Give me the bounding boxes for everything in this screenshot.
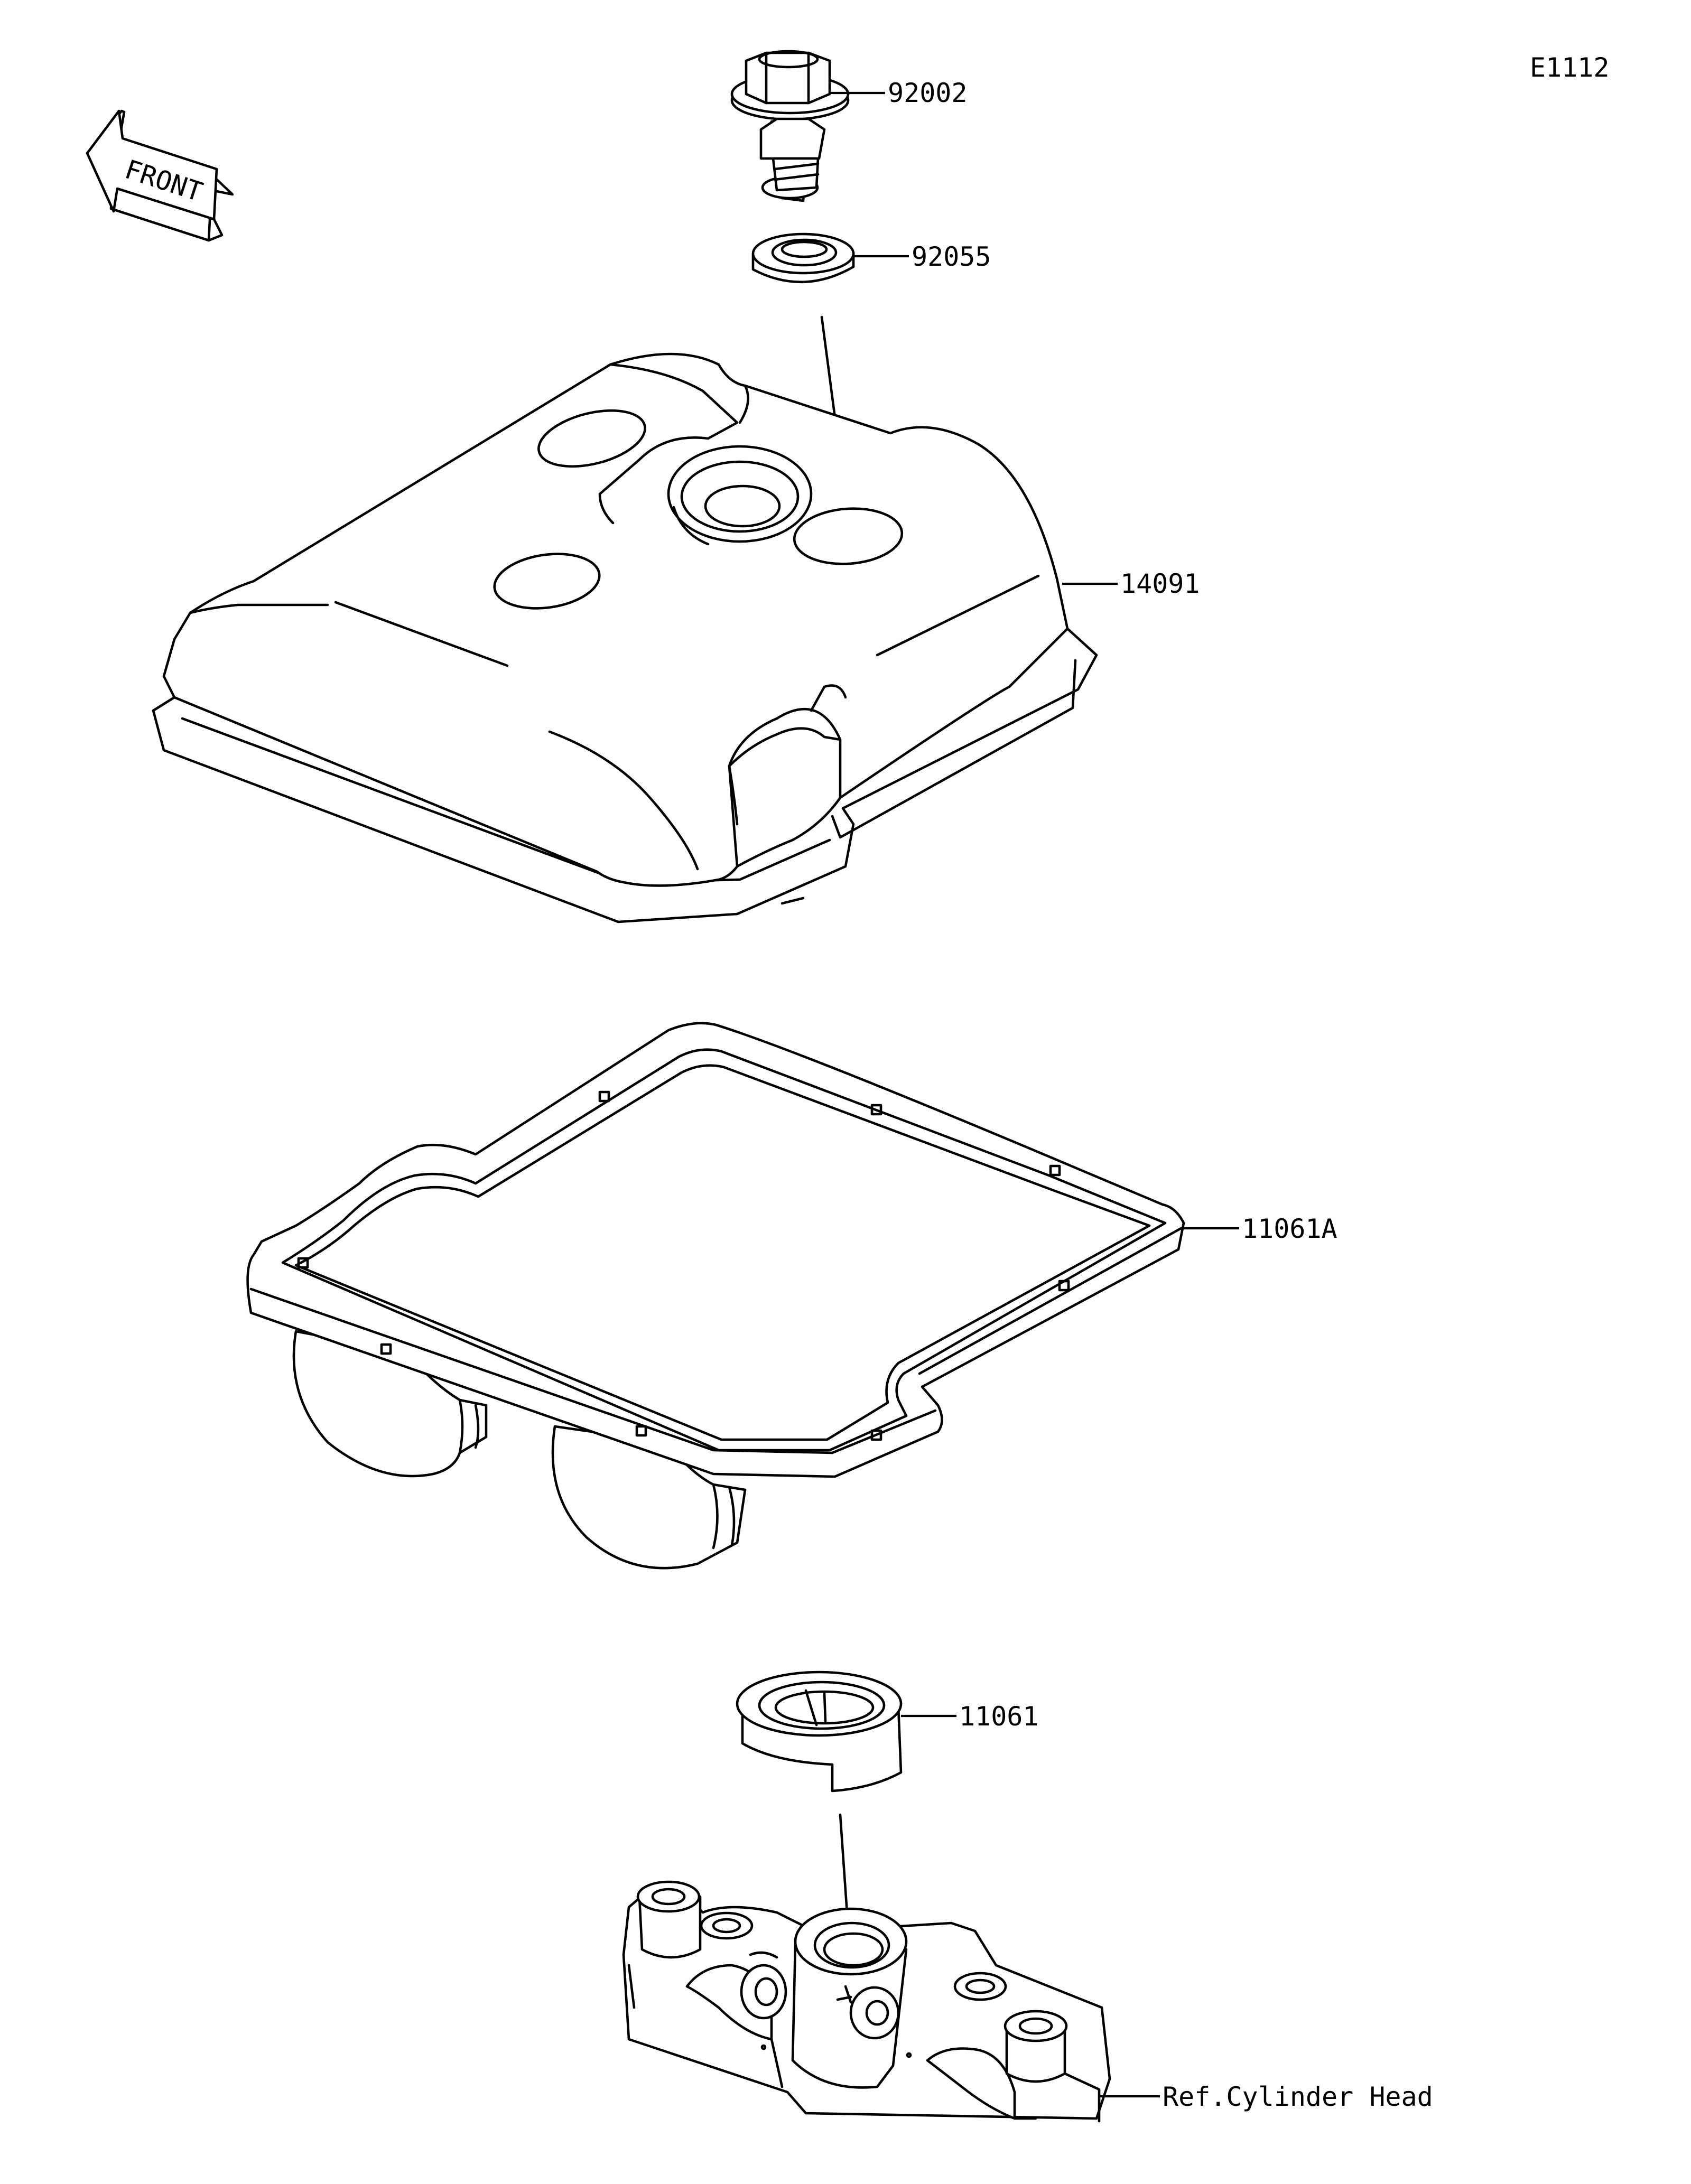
bolt-92002 bbox=[730, 50, 850, 202]
cylinder-head-reference bbox=[622, 1880, 1111, 2123]
front-arrow-icon: FRONT bbox=[86, 109, 234, 242]
cover-gasket-11061A bbox=[246, 1022, 1185, 1570]
cylinder-head-cover-14091 bbox=[152, 352, 1098, 923]
callout-92055: 92055 bbox=[912, 241, 991, 272]
grommet-92055 bbox=[751, 232, 855, 284]
reference-label: Ref.Cylinder Head bbox=[1163, 2082, 1433, 2112]
callout-11061: 11061 bbox=[959, 1701, 1039, 1732]
callout-14091: 14091 bbox=[1120, 568, 1200, 599]
callout-92002: 92002 bbox=[888, 78, 968, 108]
callout-11061A: 11061A bbox=[1242, 1214, 1337, 1244]
plug-gasket-11061 bbox=[736, 1670, 903, 1793]
diagram-code: E1112 bbox=[1530, 52, 1610, 83]
